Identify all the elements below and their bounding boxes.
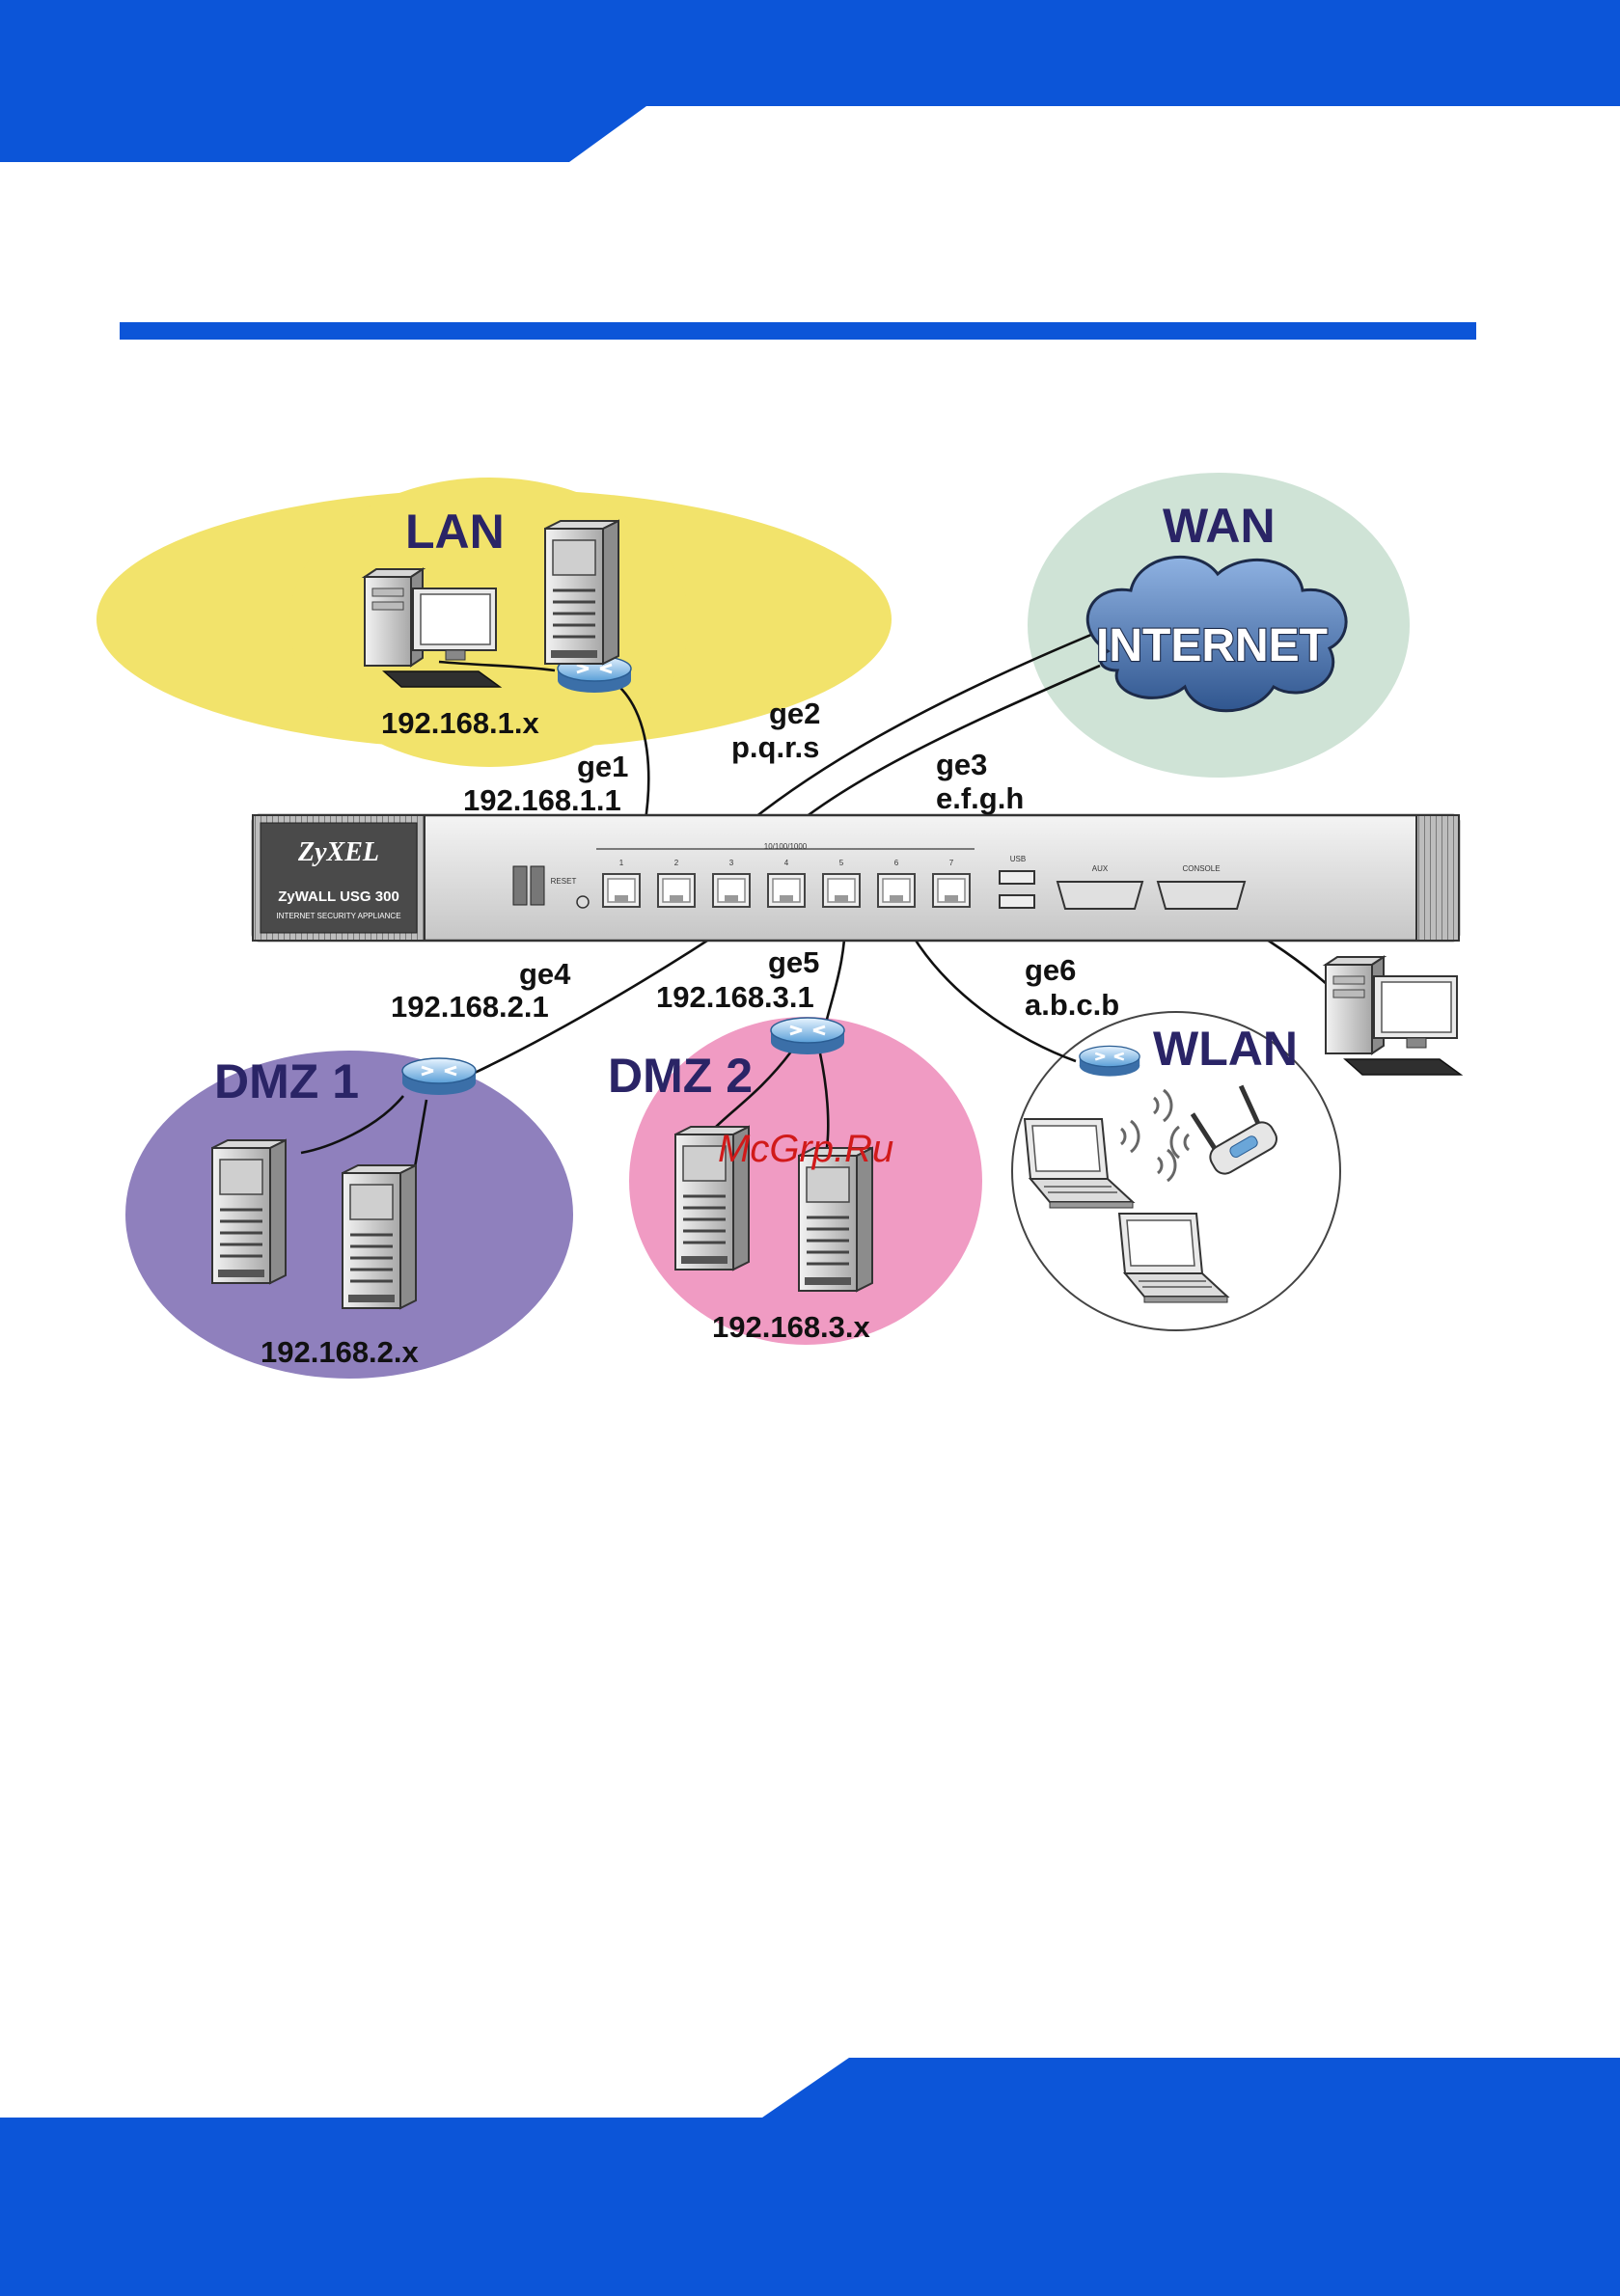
- ge1-address-label: 192.168.1.1: [463, 783, 621, 817]
- ethernet-port-2[interactable]: [658, 874, 695, 907]
- ge6-name-label: ge6: [1025, 953, 1076, 987]
- port-number-6: 6: [894, 859, 899, 867]
- aux-port[interactable]: [1057, 882, 1142, 909]
- ethernet-port-3[interactable]: [713, 874, 750, 907]
- console-pc-icon: [1326, 957, 1461, 1075]
- ethernet-port-4[interactable]: [768, 874, 805, 907]
- footer-band: [0, 2058, 1620, 2296]
- device-model-label: ZyWALL USG 300: [278, 888, 399, 905]
- ge5-address-label: 192.168.3.1: [656, 980, 814, 1014]
- watermark-text: McGrp.Ru: [718, 1128, 893, 1170]
- reset-button[interactable]: [577, 896, 589, 908]
- ge3-name-label: ge3: [936, 748, 987, 781]
- ethernet-port-7[interactable]: [933, 874, 970, 907]
- lan-subnet-label: 192.168.1.x: [381, 706, 540, 740]
- zywall-appliance: ZyXEL ZyWALL USG 300 INTERNET SECURITY A…: [253, 815, 1459, 941]
- console-label: CONSOLE: [1182, 864, 1220, 873]
- port-group-label: 10/100/1000: [764, 842, 808, 851]
- ethernet-port-6[interactable]: [878, 874, 915, 907]
- dmz1-subnet-label: 192.168.2.x: [261, 1335, 420, 1369]
- ge2-name-label: ge2: [769, 697, 820, 730]
- wlan-access-point-icon: [1080, 1046, 1139, 1076]
- usb-port-1[interactable]: [1000, 871, 1034, 884]
- reset-label: RESET: [551, 877, 577, 886]
- ge6-address-label: a.b.c.b: [1025, 988, 1119, 1022]
- ge3-address-label: e.f.g.h: [936, 781, 1024, 815]
- dmz2-subnet-label: 192.168.3.x: [712, 1310, 871, 1344]
- dmz2-router-icon: [771, 1018, 844, 1054]
- wlan-title: WLAN: [1153, 1022, 1298, 1076]
- console-port[interactable]: [1158, 882, 1245, 909]
- ethernet-port-5[interactable]: [823, 874, 860, 907]
- ge5-name-label: ge5: [768, 945, 819, 979]
- port-number-7: 7: [949, 859, 954, 867]
- internet-cloud-label: INTERNET: [1096, 620, 1328, 671]
- port-number-3: 3: [729, 859, 734, 867]
- port-number-2: 2: [674, 859, 679, 867]
- ge4-address-label: 192.168.2.1: [391, 990, 549, 1024]
- lan-server-icon: [545, 521, 618, 664]
- ge1-name-label: ge1: [577, 750, 628, 783]
- dmz1-title: DMZ 1: [214, 1054, 359, 1108]
- usb-port-2[interactable]: [1000, 895, 1034, 908]
- lan-title: LAN: [405, 505, 505, 559]
- ge4-name-label: ge4: [519, 957, 571, 991]
- status-led-icon: [513, 866, 527, 905]
- port-number-4: 4: [784, 859, 789, 867]
- dmz2-title: DMZ 2: [608, 1049, 753, 1103]
- device-subtitle-label: INTERNET SECURITY APPLIANCE: [276, 912, 400, 920]
- port-number-1: 1: [619, 859, 624, 867]
- device-brand-logo: ZyXEL: [297, 837, 379, 867]
- port-number-5: 5: [839, 859, 844, 867]
- dmz1-server-icon-1: [212, 1140, 286, 1283]
- aux-label: AUX: [1092, 864, 1109, 873]
- dmz1-router-icon: [402, 1058, 476, 1095]
- dmz1-server-icon-2: [343, 1165, 416, 1308]
- ethernet-port-1[interactable]: [603, 874, 640, 907]
- status-led-icon: [531, 866, 544, 905]
- usb-label: USB: [1010, 855, 1026, 863]
- header-band: [0, 0, 1620, 162]
- wan-title: WAN: [1163, 499, 1276, 553]
- ge2-address-label: p.q.r.s: [731, 730, 819, 764]
- title-rule: [120, 322, 1476, 340]
